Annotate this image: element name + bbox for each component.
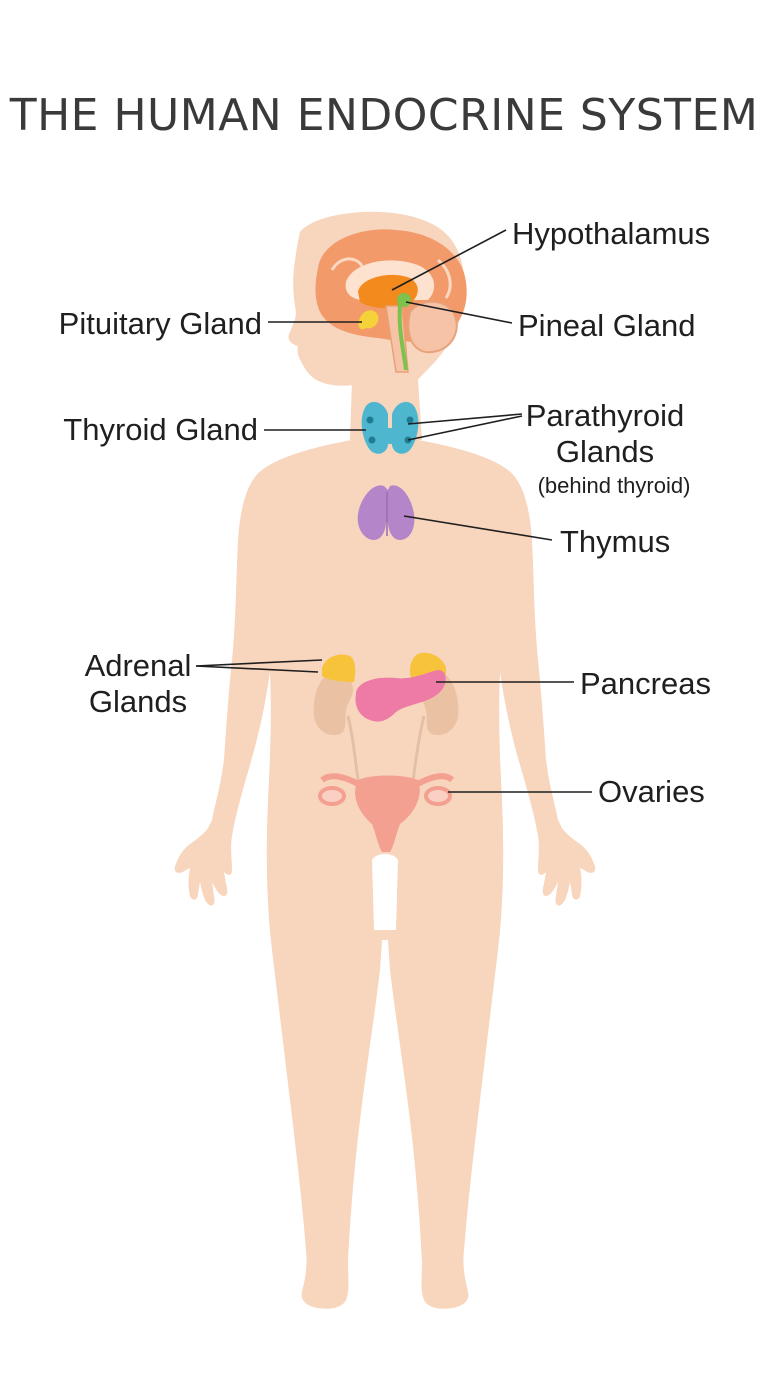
- spinal-cord: [397, 303, 408, 371]
- parathyroid-leader-lower: [407, 415, 523, 441]
- label-parathyroid-line2: Glands: [556, 434, 654, 469]
- pineal-gland-shape: [397, 293, 411, 307]
- pineal-leader: [405, 301, 513, 324]
- label-pancreas: Pancreas: [580, 666, 711, 701]
- adrenal-leader-upper: [195, 659, 323, 667]
- left-adrenal-shape: [322, 654, 356, 682]
- parathyroid-dot: [366, 416, 374, 424]
- leg-gap: [372, 854, 398, 930]
- label-pituitary: Pituitary Gland: [59, 306, 262, 341]
- brain: [315, 229, 467, 373]
- thymus: [357, 485, 415, 540]
- thymus-leader: [403, 515, 553, 541]
- label-hypothalamus: Hypothalamus: [512, 216, 710, 251]
- pituitary-gland-shape: [358, 310, 379, 330]
- label-adrenal-line2: Glands: [89, 684, 187, 719]
- cerebellum: [407, 300, 458, 354]
- thymus-shape: [357, 485, 415, 540]
- diagram-title: THE HUMAN ENDOCRINE SYSTEM: [9, 90, 759, 141]
- adrenal-leader-lower: [195, 665, 319, 673]
- thyroid-shape: [361, 401, 419, 454]
- body-silhouette: [174, 211, 596, 1309]
- uterus-shape: [355, 775, 420, 852]
- label-thymus: Thymus: [560, 524, 670, 559]
- label-ovaries: Ovaries: [598, 774, 705, 809]
- label-parathyroid-note: (behind thyroid): [538, 473, 691, 498]
- brain-fold-1: [330, 257, 364, 271]
- parathyroid-leader-upper: [407, 413, 523, 425]
- label-pineal: Pineal Gland: [518, 308, 696, 343]
- label-adrenal-line1: Adrenal: [85, 648, 192, 683]
- right-ovary: [424, 786, 452, 806]
- label-thyroid: Thyroid Gland: [63, 412, 258, 447]
- label-parathyroid-line1: Parathyroid: [526, 398, 685, 433]
- pancreas-shape: [355, 670, 446, 722]
- parathyroid-dot: [368, 436, 376, 444]
- leader-lines: [195, 229, 592, 793]
- hypothalamus-leader: [391, 229, 507, 291]
- left-kidney: [313, 671, 354, 736]
- parathyroid-dot: [406, 416, 414, 424]
- brain-fold-2: [436, 258, 452, 299]
- thyroid: [361, 401, 419, 454]
- left-ovary: [318, 786, 346, 806]
- reproductive-organs: [318, 773, 455, 852]
